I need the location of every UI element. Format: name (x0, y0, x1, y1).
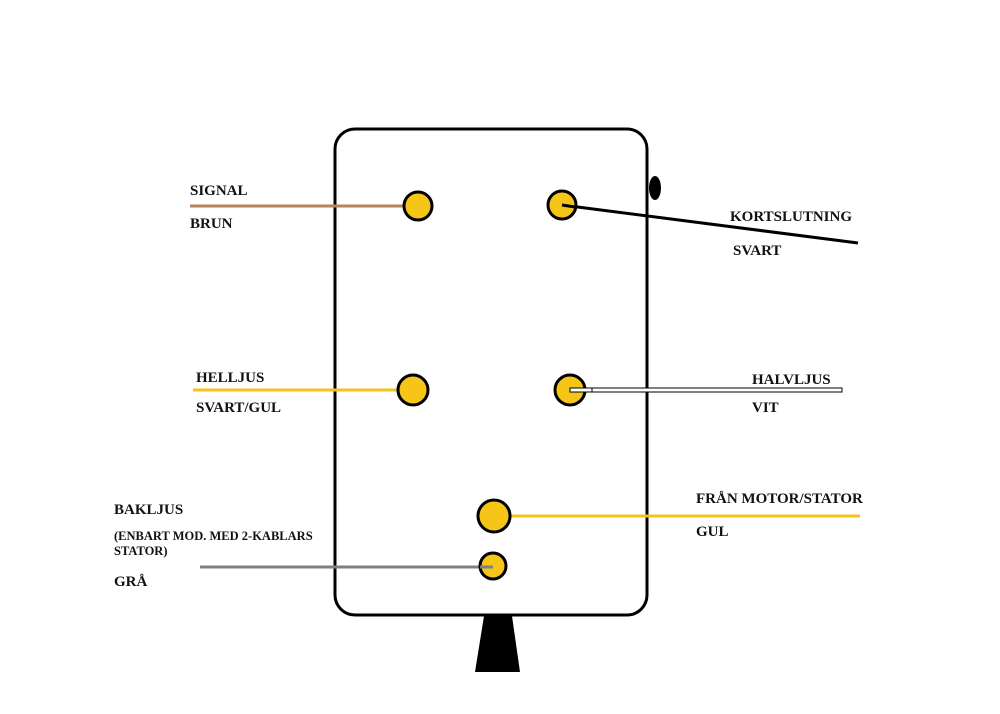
label-helljus: HELLJUS (196, 370, 264, 386)
label-signal-color: BRUN (190, 216, 233, 232)
wire-kortslutning-end (561, 203, 576, 209)
terminal-helljus (396, 373, 430, 407)
label-bakljus-note-2: STATOR) (114, 544, 168, 558)
label-bakljus-color: GRÅ (114, 574, 148, 590)
side-knob (649, 176, 661, 200)
housing-stand (475, 616, 520, 672)
wire-halvljus-white (569, 387, 843, 393)
label-halvljus-color: VIT (752, 400, 779, 416)
label-stator: FRÅN MOTOR/STATOR (696, 491, 863, 507)
label-bakljus: BAKLJUS (114, 502, 183, 518)
label-bakljus-note-1: (ENBART MOD. MED 2-KABLARS (114, 529, 313, 543)
label-signal: SIGNAL (190, 183, 248, 199)
wire-kortslutning-black (561, 203, 859, 245)
label-stator-color: GUL (696, 524, 729, 540)
label-kortslutning: KORTSLUTNING (730, 209, 852, 225)
wire-halvljus-end (569, 387, 593, 393)
label-helljus-color: SVART/GUL (196, 400, 281, 416)
terminal-stator (476, 498, 512, 534)
terminal-signal (402, 190, 434, 222)
component-housing (333, 127, 649, 617)
label-halvljus: HALVLJUS (752, 372, 831, 388)
label-kortslutning-color: SVART (733, 243, 781, 259)
